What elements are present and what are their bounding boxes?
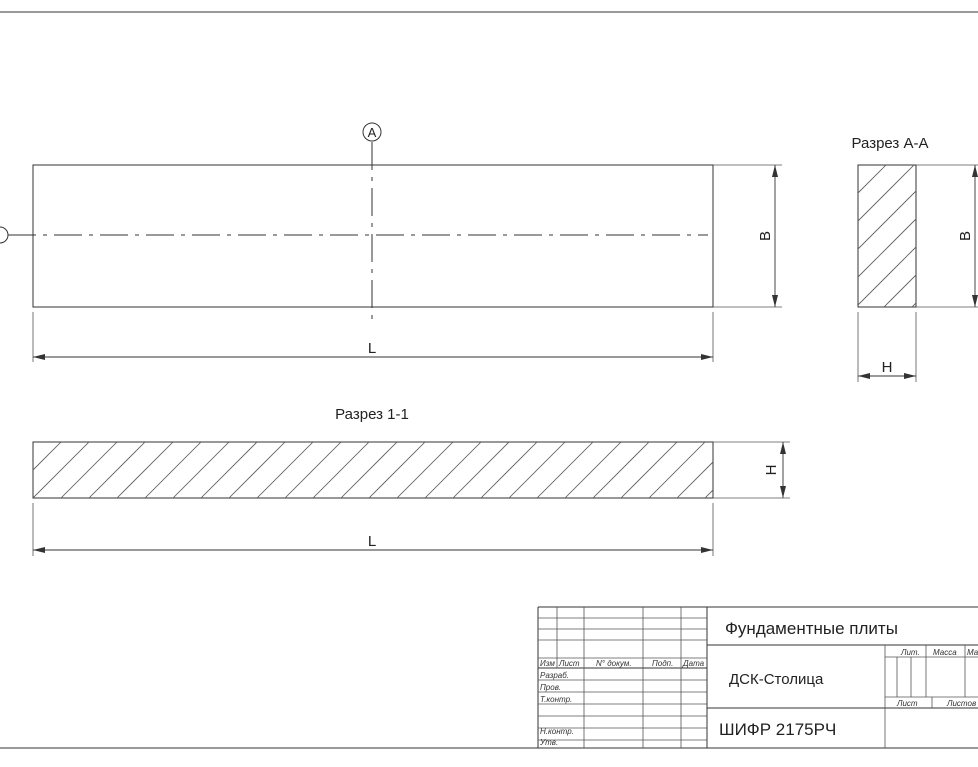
- plan-outline: [32, 164, 714, 308]
- section-1-1-outline: [32, 441, 714, 499]
- secaa-dim-b-label: B: [957, 231, 974, 241]
- tb-role-approved: Утв.: [539, 738, 558, 747]
- sec11-hatch-line: [256, 442, 314, 498]
- plan-dim-l-label: L: [368, 340, 376, 357]
- sec11-hatch-line: [340, 442, 398, 498]
- sec11-hatch-line: [33, 442, 34, 443]
- secaa-hatch-line: [858, 165, 915, 222]
- sec11-hatch-line: [424, 442, 482, 498]
- section-a-a-title: Разрез А-А: [852, 135, 929, 152]
- sec11-dim-h-label: H: [763, 465, 780, 476]
- tb-header-date: Дата: [682, 659, 705, 668]
- sec11-hatch-line: [452, 442, 510, 498]
- secaa-hatch-line: [858, 246, 916, 306]
- secaa-hatch-line: [883, 274, 916, 307]
- sec11-hatch-line: [172, 442, 230, 498]
- section-1-1: Разрез 1-1 L H: [32, 406, 790, 556]
- sec11-dim-h-arrow-top: [780, 442, 786, 454]
- sec11-hatch-line: [480, 442, 538, 498]
- axis-marker-a: [362, 122, 382, 142]
- secaa-hatch-line: [858, 165, 859, 166]
- secaa-hatch-line: [858, 218, 916, 278]
- sec11-hatch-line: [33, 442, 62, 471]
- sec11-dim-l-arrow-left: [33, 547, 45, 553]
- secaa-dim-h-arrow-left: [858, 373, 870, 379]
- tb-title: Фундаментные плиты: [725, 619, 898, 638]
- axis-marker-a-label: A: [368, 125, 377, 140]
- tb-sheet-label: Лист: [896, 699, 918, 708]
- plan-view: A L B: [0, 122, 782, 362]
- tb-header-list: Лист: [558, 659, 580, 668]
- tb-role-norm-control: Н.контр.: [540, 727, 574, 736]
- tb-role-checked: Пров.: [540, 683, 561, 692]
- section-a-a-outline: [857, 164, 917, 308]
- plan-dim-l-arrow-left: [33, 354, 45, 360]
- sec11-hatch-line: [33, 442, 90, 498]
- tb-header-izm: Изм: [540, 659, 555, 668]
- title-block: Изм Лист N° докум. Подп. Дата Разраб. Пр…: [537, 606, 978, 748]
- tb-code: ШИФР 2175РЧ: [719, 720, 836, 739]
- section-a-a: Разрез А-А B H: [852, 135, 978, 382]
- sec11-hatch-line: [620, 442, 678, 498]
- tb-left-grid: [538, 617, 707, 741]
- secaa-dim-b-arrow-top: [972, 165, 978, 177]
- section-1-1-title: Разрез 1-1: [335, 406, 409, 423]
- tb-header-doc: N° докум.: [596, 659, 632, 668]
- tb-lit-label: Лит.: [900, 648, 920, 657]
- section-1-1-hatching: [33, 442, 789, 498]
- sec11-hatch-line: [312, 442, 370, 498]
- sec11-hatch-line: [536, 442, 594, 498]
- sec11-hatch-line: [116, 442, 174, 498]
- plan-dim-b-label: B: [757, 231, 774, 241]
- sec11-hatch-line: [284, 442, 342, 498]
- sec11-hatch-line: [228, 442, 286, 498]
- secaa-dim-h-arrow-right: [904, 373, 916, 379]
- secaa-dim-h-label: H: [882, 359, 893, 376]
- sec11-dim-l-arrow-right: [701, 547, 713, 553]
- plan-dim-b-arrow-top: [772, 165, 778, 177]
- sec11-hatch-line: [592, 442, 650, 498]
- sec11-hatch-line: [564, 442, 622, 498]
- sec11-hatch-line: [144, 442, 202, 498]
- axis-marker-left: [0, 226, 9, 244]
- section-a-a-hatching: [858, 165, 916, 307]
- sec11-hatch-line: [368, 442, 426, 498]
- tb-sheets-label: Листов: [946, 699, 976, 708]
- sec11-dim-l-label: L: [368, 533, 376, 550]
- sec11-hatch-line: [648, 442, 706, 498]
- sec11-hatch-line: [60, 442, 118, 498]
- sec11-hatch-line: [508, 442, 566, 498]
- sec11-hatch-line: [676, 461, 713, 498]
- tb-role-tech-control: Т.контр.: [540, 695, 572, 704]
- plan-dim-l-arrow-right: [701, 354, 713, 360]
- sec11-hatch-line: [733, 442, 789, 498]
- sec11-dim-h-arrow-bottom: [780, 486, 786, 498]
- tb-organization: ДСК-Столица: [729, 671, 824, 688]
- sec11-hatch-line: [88, 442, 146, 498]
- secaa-hatch-line: [858, 190, 916, 250]
- tb-scale-label: Ма: [967, 648, 978, 657]
- secaa-dim-b-arrow-bottom: [972, 295, 978, 307]
- plan-dim-b-arrow-bottom: [772, 295, 778, 307]
- sec11-hatch-line: [396, 442, 454, 498]
- secaa-hatch-line: [858, 165, 887, 194]
- tb-role-developer: Разраб.: [540, 671, 569, 680]
- tb-mass-label: Масса: [933, 648, 957, 657]
- sec11-hatch-line: [200, 442, 258, 498]
- tb-header-sign: Подп.: [652, 659, 673, 668]
